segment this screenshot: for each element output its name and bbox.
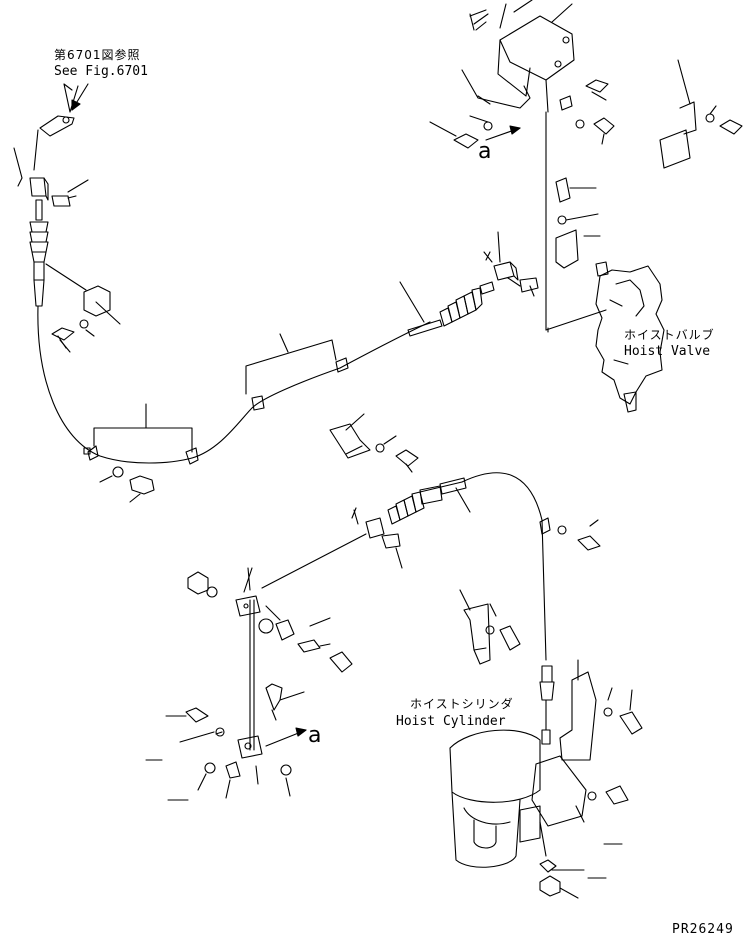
leader-lines-lower [145,567,331,801]
cable-main-run [37,305,431,464]
elbow-fitting [265,683,283,721]
ref-label-jp: 第6701図参照 [54,48,141,62]
ref-arrow [71,83,89,111]
bolt-top-right-1 [585,79,609,101]
cable-clamp-1 [83,445,99,461]
cable-clamp-2 [185,447,199,465]
hoist-valve-label-jp: ホイストバルブ [624,328,715,342]
cable-clamp-4 [335,357,349,373]
link-block [235,567,261,617]
bracket-lower-right-1 [459,589,521,665]
view-arrow-bottom [265,727,307,747]
bolt-bottom-left [99,466,155,503]
hoist-valve-body [595,265,665,413]
hoist-cylinder-body [449,729,541,868]
cable-clevis-mid [483,231,519,281]
link-rod-lower [249,533,367,751]
second-cable-boot [387,477,471,525]
clamp-cable-right [539,517,601,551]
bolt-left-of-bracket [429,115,493,149]
bracket-mid-right [329,413,419,473]
bracket-lower-right-2 [559,659,643,761]
hoist-cylinder-label-en: Hoist Cylinder [396,714,506,729]
bolt-top-right-2 [559,95,615,145]
link-lower-clevis [185,707,292,779]
clevis-upper-left [13,147,49,201]
bolt-left [51,319,95,353]
pin-mid [507,277,539,297]
ref-label-en: See Fig.6701 [54,64,148,79]
hoist-cylinder-label-jp: ホイストシリンダ [410,697,514,711]
bolt-valve-link [555,177,609,277]
second-cable-pin [381,533,403,569]
cable-boot-left [29,199,87,307]
view-label-top: a [478,139,492,164]
nut-lower-right [539,843,623,899]
vertical-rod-valve [545,111,607,331]
pin-upper-left [51,179,89,207]
spacer-lower [258,618,295,641]
bolt-lower-mid [297,639,353,673]
lever-bracket-top [461,0,575,113]
cable-end-fitting-mid [399,281,495,337]
second-cable-clevis [351,507,385,539]
nut-lower-1 [187,571,218,598]
view-label-bottom: a [308,723,322,748]
drawing-code: PR26249 [672,922,734,937]
view-arrow-top [485,125,521,141]
hoist-valve-label-en: Hoist Valve [624,344,711,359]
cylinder-rod-end [539,665,555,745]
cable-clamp-3 [251,395,265,411]
callout-brackets [93,333,337,453]
bracket-lower-right-3 [531,755,629,857]
lever-end-fitting [33,83,79,171]
plate-right [659,59,743,169]
bracket-left [83,285,121,325]
